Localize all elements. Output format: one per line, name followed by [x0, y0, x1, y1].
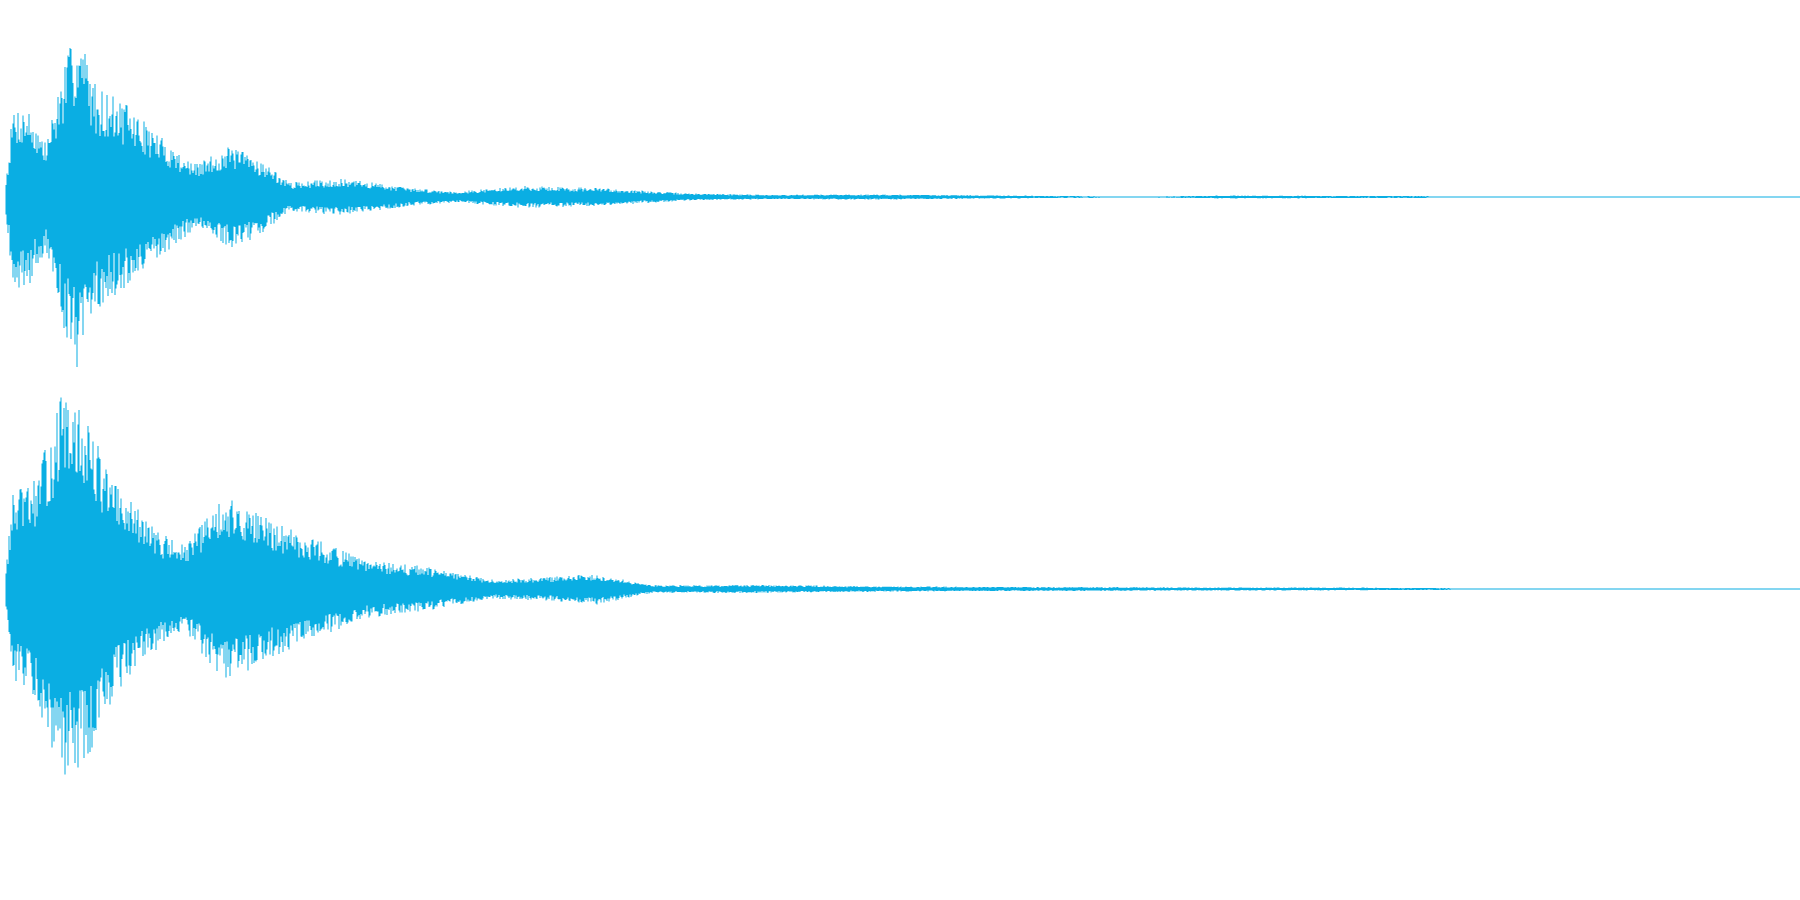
channel-1-waveform [5, 47, 1800, 368]
channel-2-waveform [5, 397, 1800, 775]
channel-2-wave-path [5, 397, 1475, 775]
channel-1-wave-path [5, 47, 1441, 368]
